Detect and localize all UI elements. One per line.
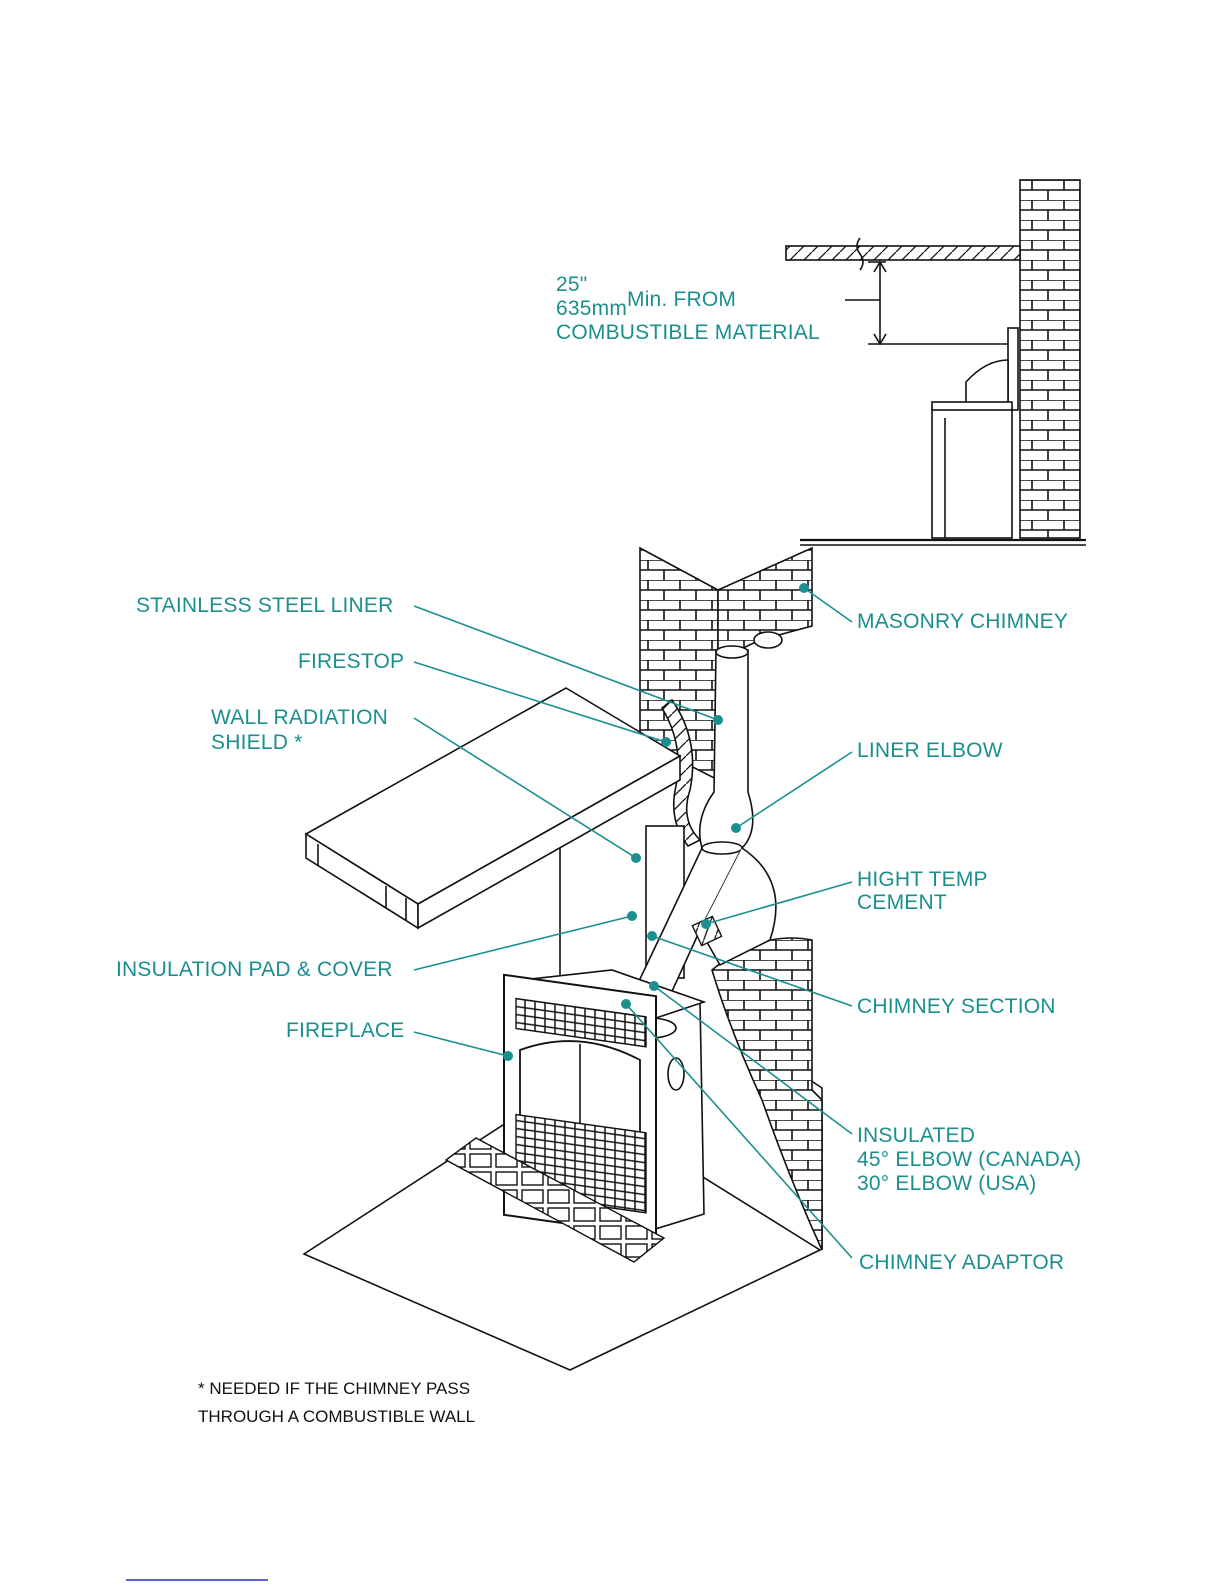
- label-insulation-pad-cover: INSULATION PAD & COVER: [116, 958, 393, 981]
- inset-ceiling: [785, 245, 1021, 261]
- clearance-min-from: Min. FROM: [627, 288, 737, 311]
- label-wall-radiation-shield-1: WALL RADIATION: [211, 706, 389, 729]
- label-chimney-section: CHIMNEY SECTION: [857, 995, 1056, 1018]
- main-drawing: [302, 546, 823, 1371]
- label-insulated-2: 45° ELBOW (CANADA): [857, 1148, 1082, 1171]
- label-insulated-3: 30° ELBOW (USA): [857, 1172, 1037, 1195]
- inset-stove: [931, 407, 1013, 539]
- label-high-temp-cement-1: HIGHT TEMP: [857, 868, 988, 891]
- label-fireplace: FIREPLACE: [286, 1019, 405, 1042]
- label-masonry-chimney: MASONRY CHIMNEY: [857, 610, 1069, 633]
- label-high-temp-cement-2: CEMENT: [857, 891, 947, 914]
- inset-brick-wall: [1019, 179, 1081, 539]
- leader-lines: [413, 583, 853, 1259]
- fireplace-unit: [502, 969, 707, 1238]
- hearth-tiles: [444, 1137, 666, 1263]
- label-chimney-adaptor: CHIMNEY ADAPTOR: [859, 1251, 1065, 1274]
- footnote-line-2: THROUGH A COMBUSTIBLE WALL: [198, 1407, 476, 1426]
- label-liner-elbow: LINER ELBOW: [857, 739, 1003, 762]
- clearance-combustible: COMBUSTIBLE MATERIAL: [556, 321, 820, 344]
- clearance-635mm: 635mm: [556, 297, 628, 320]
- clearance-25in: 25": [556, 273, 588, 296]
- label-firestop: FIRESTOP: [298, 650, 405, 673]
- footnote-line-1: * NEEDED IF THE CHIMNEY PASS: [198, 1379, 471, 1398]
- label-insulated-1: INSULATED: [857, 1124, 976, 1147]
- clearance-inset: [785, 179, 1086, 546]
- label-wall-radiation-shield-2: SHIELD *: [211, 731, 303, 754]
- label-stainless-steel-liner: STAINLESS STEEL LINER: [136, 594, 394, 617]
